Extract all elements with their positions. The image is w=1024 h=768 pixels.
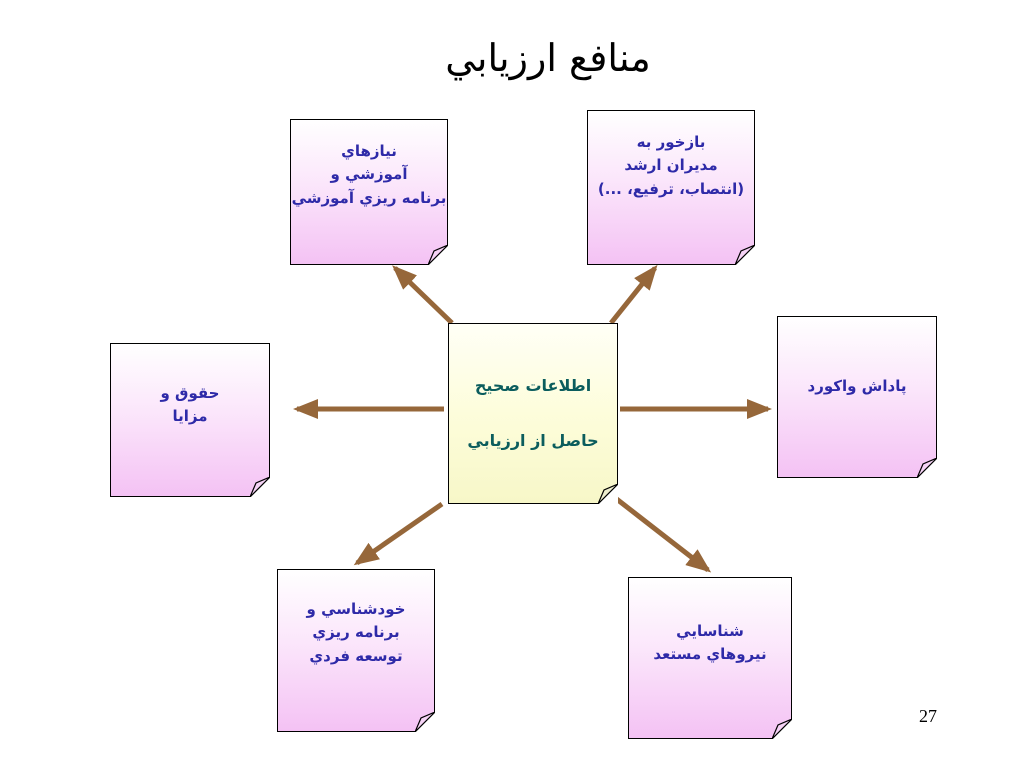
center-note-line1: اطلاعات صحيح xyxy=(474,375,592,395)
folded-corner-icon xyxy=(735,245,755,265)
folded-corner-icon xyxy=(598,484,618,504)
feedback-line2: مديران ارشد xyxy=(624,156,718,175)
note-self-knowledge: خودشناسي و برنامه ريزي توسعه فردي xyxy=(277,569,435,732)
arrow-to-feedback xyxy=(609,264,658,325)
talent-line2: نيروهاي مستعد xyxy=(653,645,767,664)
folded-corner-icon xyxy=(428,245,448,265)
note-reward: پاداش واكورد xyxy=(777,316,937,478)
page-number: 27 xyxy=(919,706,937,726)
note-salary: حقوق و مزايا xyxy=(110,343,270,497)
arrow-to-training-needs xyxy=(392,265,454,325)
self-knowledge-line3: توسعه فردي xyxy=(309,646,403,665)
folded-corner-icon xyxy=(250,477,270,497)
center-note: اطلاعات صحيح حاصل از ارزيابي xyxy=(448,323,618,504)
slide-title: منافع ارزيابي xyxy=(445,36,651,80)
training-needs-line3: برنامه ريزي آموزشي xyxy=(291,188,447,207)
folded-corner-icon xyxy=(917,458,937,478)
folded-corner-icon xyxy=(415,712,435,732)
arrow-to-talent xyxy=(612,495,712,573)
center-note-line2: حاصل از ارزيابي xyxy=(467,430,599,450)
feedback-line3: (انتصاب، ترفيع، ...) xyxy=(597,179,745,198)
feedback-line1: بازخور به xyxy=(636,133,706,151)
talent-line1: شناسايي xyxy=(676,622,744,640)
note-talent: شناسايي نيروهاي مستعد xyxy=(628,577,792,739)
note-training-needs: نيازهاي آموزشي و برنامه ريزي آموزشي xyxy=(290,119,448,265)
self-knowledge-line1: خودشناسي و xyxy=(306,600,406,618)
note-feedback: بازخور به مديران ارشد (انتصاب، ترفيع، ..… xyxy=(587,110,755,265)
training-needs-line2: آموزشي و xyxy=(330,165,408,184)
reward-line1: پاداش واكورد xyxy=(807,377,907,395)
salary-line2: مزايا xyxy=(172,407,208,425)
self-knowledge-line2: برنامه ريزي xyxy=(312,623,400,642)
arrow-to-self-knowledge xyxy=(353,501,444,566)
training-needs-line1: نيازهاي xyxy=(341,142,397,160)
folded-corner-icon xyxy=(772,719,792,739)
salary-line1: حقوق و xyxy=(160,383,220,402)
